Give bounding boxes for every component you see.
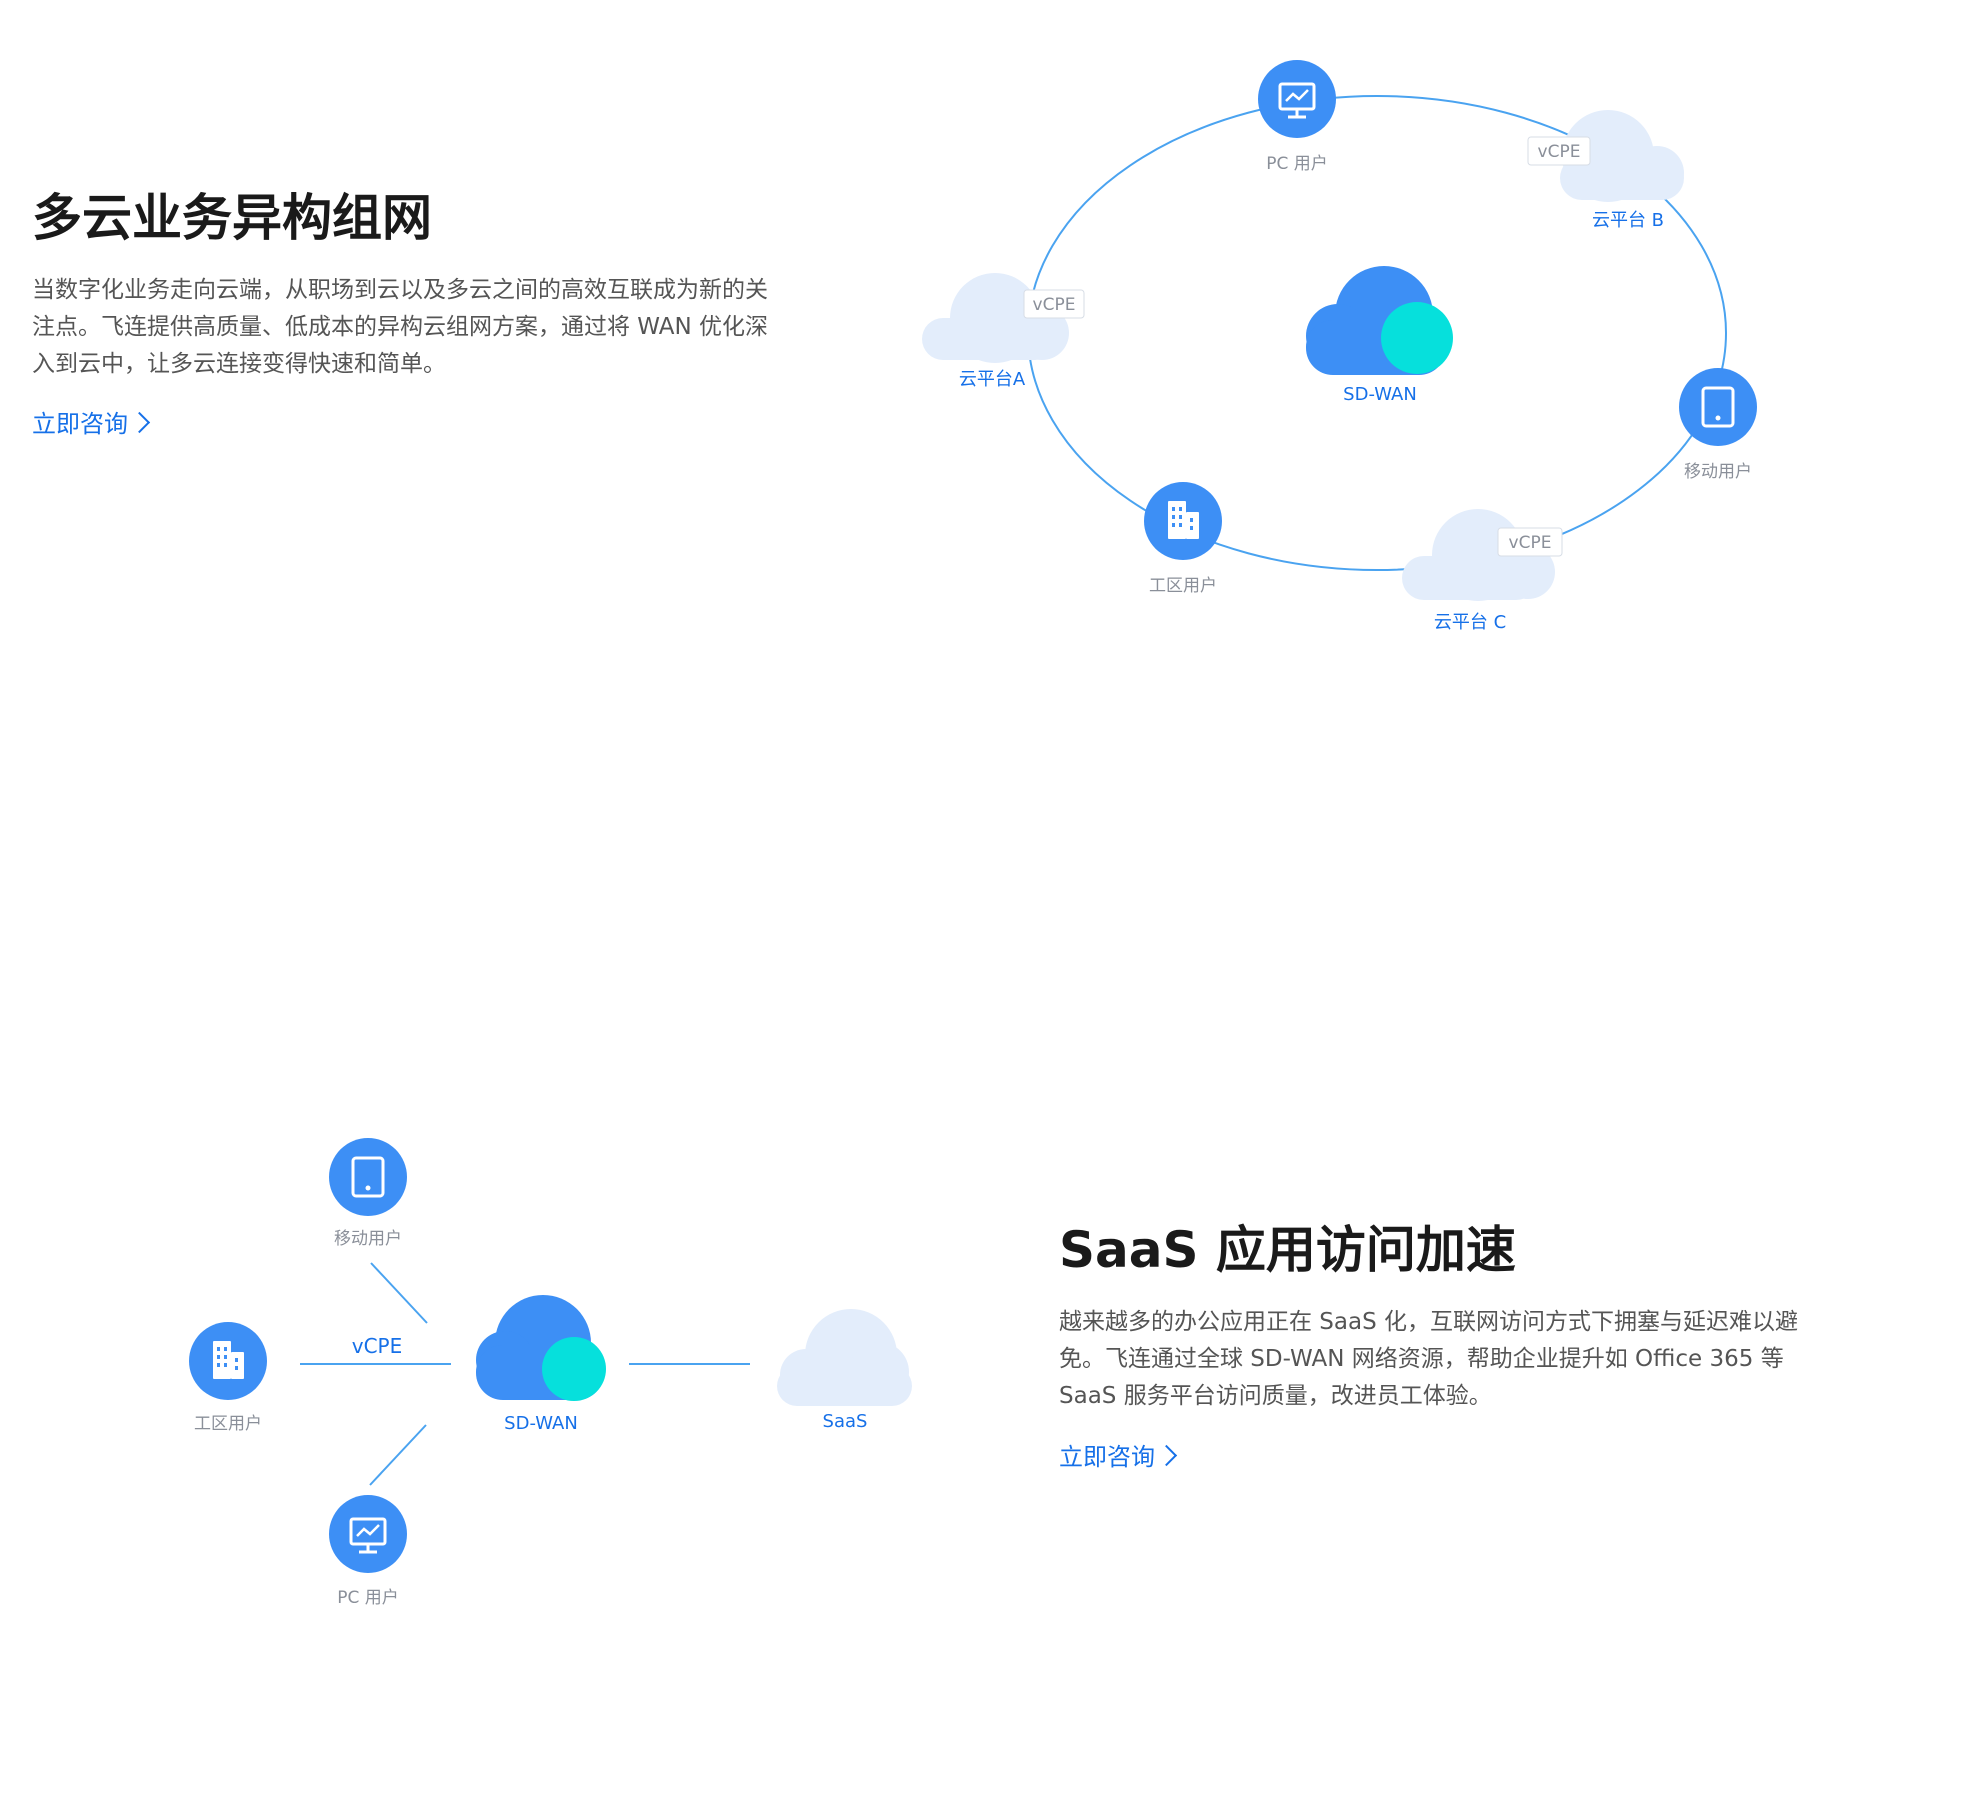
consult-link[interactable]: 立即咨询 <box>32 404 151 439</box>
cloud-platform-c: 云平台 C vCPE <box>1402 509 1563 633</box>
cloud-icon <box>1560 110 1684 202</box>
consult-link-label: 立即咨询 <box>32 410 128 438</box>
cloud-platform-a: 云平台A vCPE <box>922 273 1085 390</box>
connector-line <box>369 1424 427 1486</box>
section-title: SaaS 应用访问加速 <box>1059 1221 1516 1279</box>
pc-user-label: PC 用户 <box>1266 154 1328 174</box>
cloud-c-label: 云平台 C <box>1434 612 1506 633</box>
monitor-icon <box>349 1517 387 1554</box>
vcpe-badge <box>1497 527 1563 557</box>
mobile-user-node: 移动用户 <box>1679 368 1757 482</box>
building-icon <box>1168 501 1199 539</box>
chevron-right-icon <box>1155 1444 1178 1467</box>
description-line: 越来越多的办公应用正在 SaaS 化，互联网访问方式下拥塞与延迟难以避 <box>1059 1309 1799 1335</box>
section-description: 当数字化业务走向云端，从职场到云以及多云之间的高效互联成为新的关 注点。飞连提供… <box>32 272 832 383</box>
saas-diagram: vCPE 移动用户 工 <box>189 1138 912 1608</box>
office-user-label: 工区用户 <box>194 1414 262 1434</box>
vcpe-label: vCPE <box>1538 142 1581 162</box>
connector-line <box>370 1262 428 1324</box>
connector-lines <box>300 1262 750 1486</box>
pc-user-node: PC 用户 <box>1258 60 1336 174</box>
section-title: 多云业务异构组网 <box>32 189 432 247</box>
sdwan-hub: SD-WAN <box>476 1295 606 1434</box>
description-line: SaaS 服务平台访问质量，改进员工体验。 <box>1059 1383 1492 1409</box>
pc-user-label: PC 用户 <box>337 1588 399 1608</box>
mobile-user-label: 移动用户 <box>1684 462 1752 482</box>
saas-label: SaaS <box>823 1411 868 1432</box>
tablet-icon <box>351 1156 385 1198</box>
consult-link[interactable]: 立即咨询 <box>1059 1437 1178 1472</box>
description-line: 入到云中，让多云连接变得快速和简单。 <box>32 351 446 377</box>
description-line: 免。飞连通过全球 SD-WAN 网络资源，帮助企业提升如 Office 365 … <box>1059 1346 1784 1372</box>
mobile-user-label: 移动用户 <box>334 1229 402 1249</box>
saas-cloud: SaaS <box>777 1309 912 1432</box>
office-user-node: 工区用户 <box>189 1322 267 1434</box>
consult-link-label: 立即咨询 <box>1059 1443 1155 1471</box>
mobile-user-node: 移动用户 <box>329 1138 407 1249</box>
multicloud-diagram: 云平台 B vCPE 云平台A vCPE 云平台 C vCPE <box>922 60 1757 633</box>
monitor-icon <box>1278 82 1316 119</box>
cloud-icon <box>922 273 1069 363</box>
vcpe-label: vCPE <box>1033 295 1076 315</box>
sdwan-label: SD-WAN <box>1343 384 1417 405</box>
office-user-label: 工区用户 <box>1149 576 1217 596</box>
sdwan-hub: SD-WAN <box>1306 266 1453 405</box>
description-line: 当数字化业务走向云端，从职场到云以及多云之间的高效互联成为新的关 <box>32 277 768 303</box>
description-line: 注点。飞连提供高质量、低成本的异构云组网方案，通过将 WAN 优化深 <box>32 314 769 340</box>
cloud-platform-b: 云平台 B vCPE <box>1527 110 1684 231</box>
vcpe-badge <box>1023 289 1085 319</box>
vcpe-label: vCPE <box>1509 533 1552 553</box>
cloud-b-label: 云平台 B <box>1592 210 1664 231</box>
vcpe-label: vCPE <box>352 1334 403 1358</box>
building-icon <box>213 1341 244 1379</box>
vcpe-badge <box>1527 136 1591 166</box>
tablet-icon <box>1701 386 1735 428</box>
cloud-a-label: 云平台A <box>959 369 1026 390</box>
section-description: 越来越多的办公应用正在 SaaS 化，互联网访问方式下拥塞与延迟难以避 免。飞连… <box>1059 1304 1899 1415</box>
office-user-node: 工区用户 <box>1144 482 1222 596</box>
cloud-icon <box>777 1309 912 1406</box>
pc-user-node: PC 用户 <box>329 1495 407 1608</box>
sdwan-label: SD-WAN <box>504 1413 578 1434</box>
